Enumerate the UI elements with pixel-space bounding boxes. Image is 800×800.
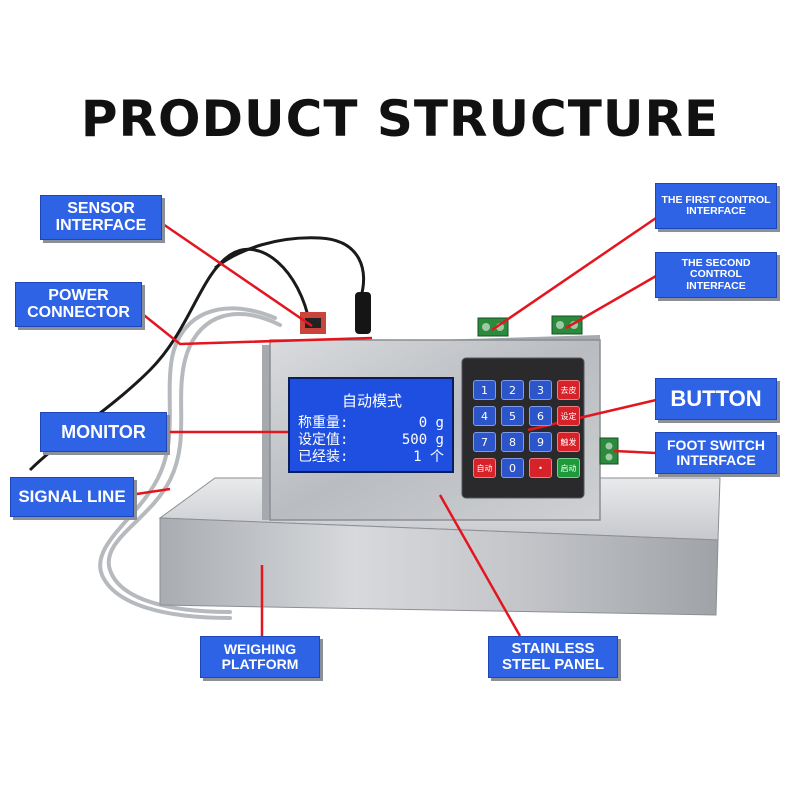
label-button: BUTTON [655,378,777,420]
label-second-control-interface: THE SECOND CONTROL INTERFACE [655,252,777,298]
label-monitor: MONITOR [40,412,167,452]
page-title: PRODUCT STRUCTURE [80,90,720,148]
lcd-display: 自动模式 称重量: 0 g 设定值: 500 g 已经装: 1 个 [288,377,454,473]
key-dot[interactable]: • [529,458,552,478]
label-first-control-interface: THE FIRST CONTROL INTERFACE [655,183,777,229]
lcd-setpoint-label: 设定值: [298,432,349,448]
sensor-connector-shape [300,292,371,334]
key-7[interactable]: 7 [473,432,496,452]
key-9[interactable]: 9 [529,432,552,452]
key-5[interactable]: 5 [501,406,524,426]
label-sensor-interface: SENSOR INTERFACE [40,195,162,240]
key-2[interactable]: 2 [501,380,524,400]
key-0[interactable]: 0 [501,458,524,478]
label-signal-line: SIGNAL LINE [10,477,134,517]
key-start[interactable]: 启动 [557,458,580,478]
lcd-weight-label: 称重量: [298,415,349,431]
label-weighing-platform: WEIGHING PLATFORM [200,636,320,678]
label-power-connector: POWER CONNECTOR [15,282,142,327]
label-stainless-steel-panel: STAINLESS STEEL PANEL [488,636,618,678]
lcd-count-label: 已经装: [298,449,349,465]
control-terminal-1-shape [477,317,509,337]
key-8[interactable]: 8 [501,432,524,452]
lcd-weight-value: 0 g [418,415,444,431]
lcd-mode: 自动模式 [341,392,402,410]
label-foot-switch-interface: FOOT SWITCH INTERFACE [655,432,777,474]
key-6[interactable]: 6 [529,406,552,426]
key-trigger[interactable]: 触发 [557,432,580,452]
signal-cable [98,306,282,620]
sensor-cable [214,236,366,301]
key-tare[interactable]: 去皮 [557,380,580,400]
lcd-setpoint-value: 500 g [401,432,444,448]
key-4[interactable]: 4 [473,406,496,426]
control-terminal-2-shape [551,315,583,335]
key-1[interactable]: 1 [473,380,496,400]
key-3[interactable]: 3 [529,380,552,400]
key-set[interactable]: 设定 [557,406,580,426]
pointer-lines [129,216,657,637]
lcd-count-value: 1 个 [413,449,444,465]
key-auto[interactable]: 自动 [473,458,496,478]
